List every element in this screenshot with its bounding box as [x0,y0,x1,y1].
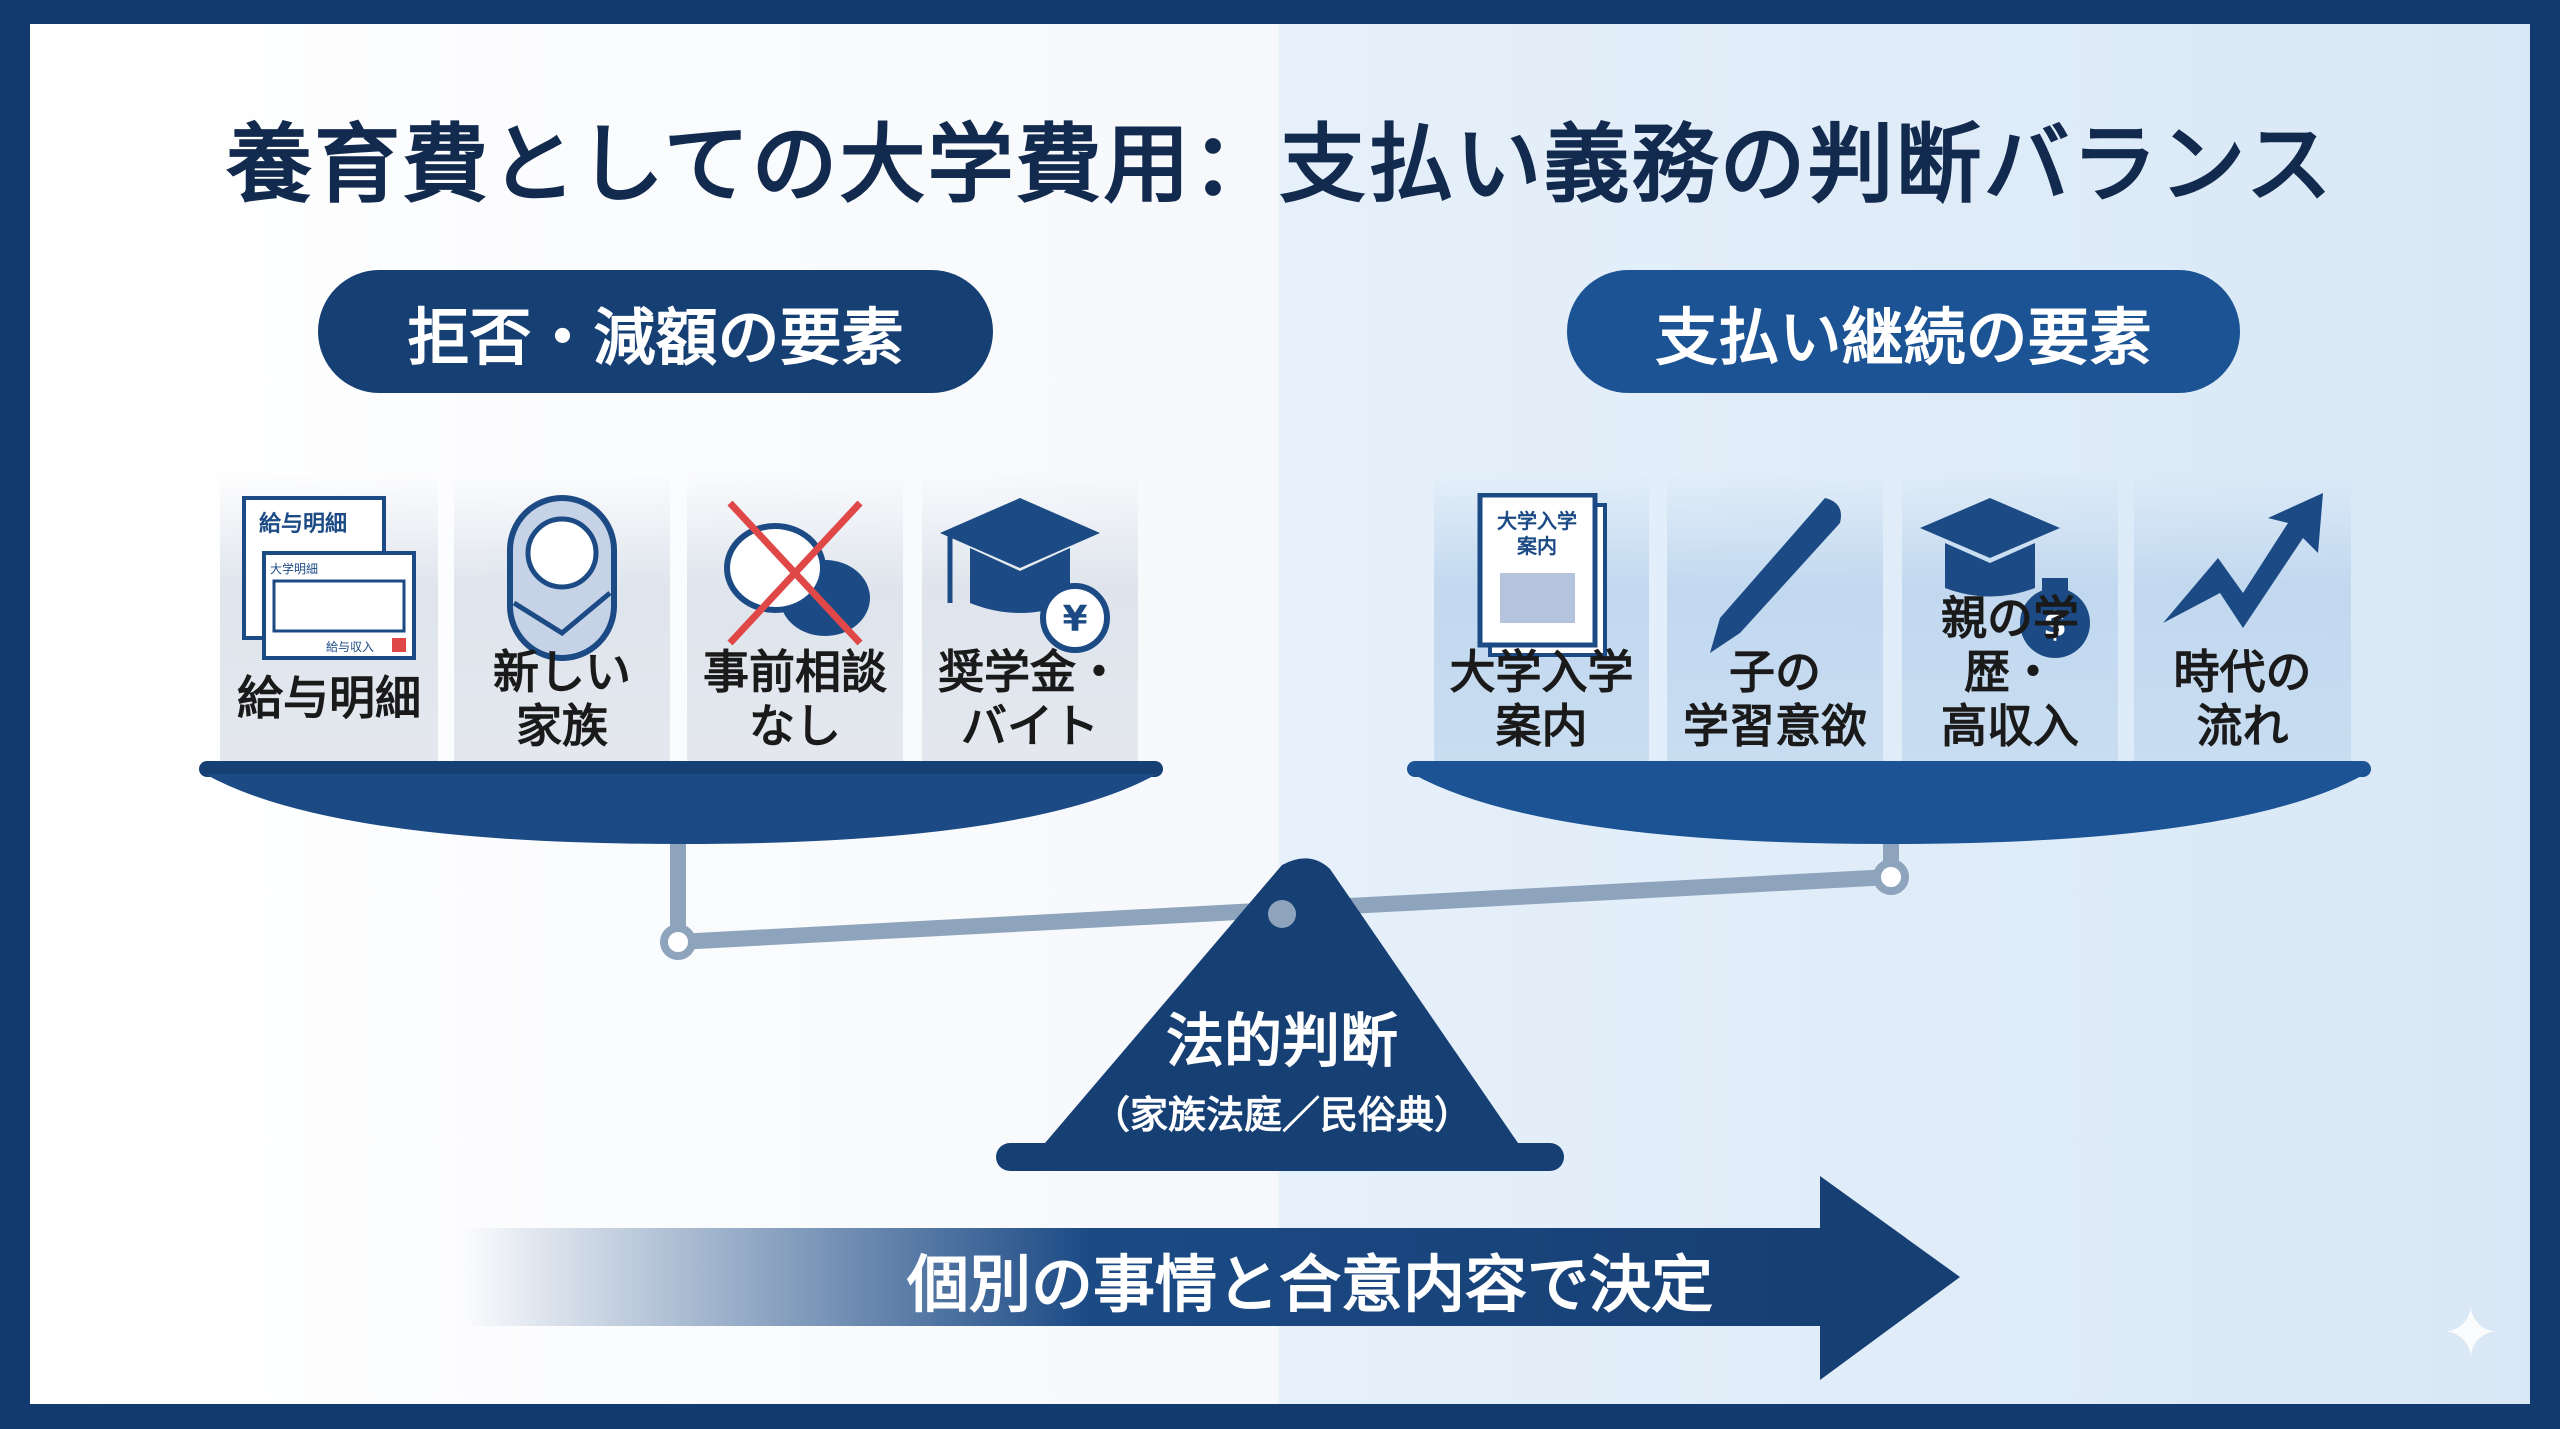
svg-text:¥: ¥ [1062,599,1087,640]
scholarship-yen-icon: ¥ [940,498,1110,653]
factor-card-no-consultation: 事前相談 なし [687,473,903,761]
pen-icon [1710,498,1841,653]
factor-label: 親の学歴・ 高収入 [1941,591,2079,753]
sparkle-icon: ✦ [2441,1292,2500,1374]
factor-card-motivation: 子の 学習意欲 [1667,473,1883,761]
page-title: 養育費としての大学費用：支払い義務の判断バランス [226,115,2334,215]
brochure-icon: 大学入学 案内 [1477,493,1607,657]
payslip-icon: 給与明細 大学明細 給与収入 [242,496,416,660]
legal-judgment-fulcrum: 法的判断 （家族法庭／民俗典） [1080,994,1484,1139]
right-pan [1407,761,2371,844]
svg-text:案内: 案内 [1516,534,1557,558]
factor-label: 新しい 家族 [493,645,631,753]
no-consultation-icon [724,500,870,646]
factor-label: 大学入学 案内 [1449,645,1634,753]
factor-label: 奨学金・ バイト [938,645,1122,753]
trend-arrow-icon [2162,493,2323,628]
left-pan [199,761,1163,844]
svg-text:大学入学: 大学入学 [1497,509,1577,533]
baby-icon [507,495,617,661]
fulcrum-sublabel: （家族法庭／民俗典） [1091,1093,1472,1137]
balance-scale [199,761,2371,1380]
fulcrum-label: 法的判断 [1165,1007,1398,1075]
arrow [460,1176,1960,1380]
svg-text:給与収入: 給与収入 [326,640,374,654]
factor-card-parent-background: $ 親の学歴・ 高収入 [1902,473,2118,761]
graduation-money-icon: $ [1920,498,2090,658]
factor-card-payslip: 給与明細 大学明細 給与収入 給与明細 [220,473,438,761]
factor-card-scholarship: ¥ 奨学金・ バイト [922,473,1138,761]
factor-card-brochure: 大学入学 案内 大学入学 案内 [1434,473,1649,761]
svg-text:大学明細: 大学明細 [270,561,318,576]
factor-card-trend: 時代の 流れ [2134,473,2351,761]
factor-label: 給与明細 [237,671,421,725]
svg-text:$: $ [2043,605,2067,645]
fulcrum [996,858,1564,1171]
continue-factors-header: 支払い継続の要素 [1567,270,2240,393]
svg-text:給与明細: 給与明細 [259,511,347,537]
arrow-label: 個別の事情と合意内容で決定 [906,1248,1713,1321]
reject-factors-header: 拒否・減額の要素 [318,270,993,393]
factor-label: 子の 学習意欲 [1683,645,1867,753]
factor-label: 時代の 流れ [2173,645,2312,753]
factor-label: 事前相談 なし [703,645,887,753]
factor-card-new-family: 新しい 家族 [454,473,670,761]
infographic: 養育費としての大学費用：支払い義務の判断バランス 拒否・減額の要素 支払い継続の… [30,24,2530,1404]
